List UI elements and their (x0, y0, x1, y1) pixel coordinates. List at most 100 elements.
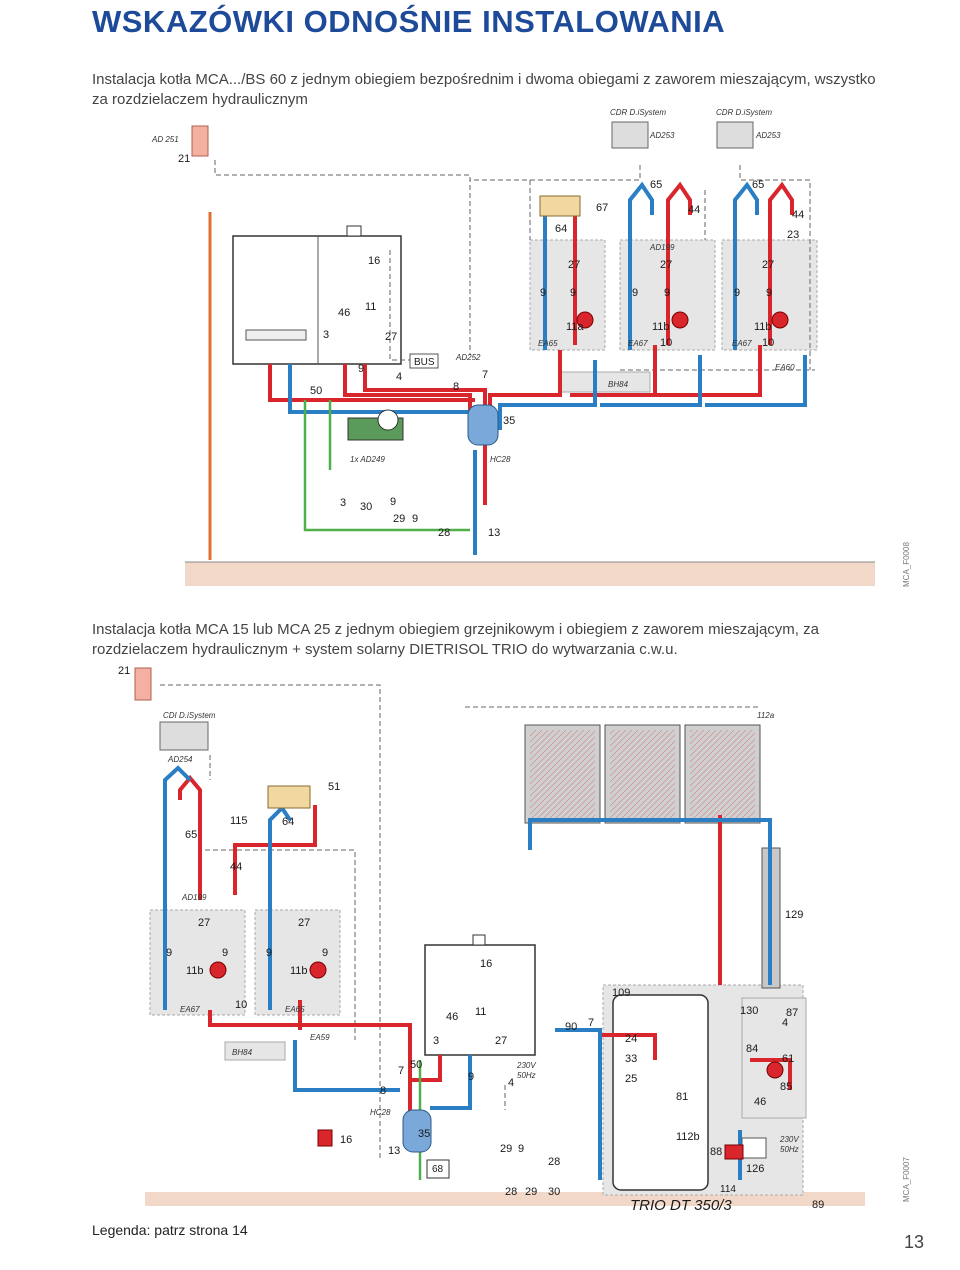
label-9m: 9 (358, 363, 364, 375)
caption-diagram-1: Instalacja kotła MCA.../BS 60 z jednym o… (92, 71, 876, 108)
label-bh84: BH84 (608, 380, 629, 389)
label2-8: 8 (380, 1085, 386, 1097)
label2-16b: 16 (340, 1134, 352, 1146)
label2-7: 7 (398, 1065, 404, 1077)
label2-28a: 28 (548, 1156, 560, 1168)
label2-112b: 112b (676, 1131, 700, 1143)
label-10b: 10 (762, 337, 774, 349)
label-50: 50 (310, 385, 322, 397)
label2-114: 114 (720, 1184, 736, 1195)
label2-89: 89 (812, 1199, 824, 1211)
caption-diagram-2: Instalacja kotła MCA 15 lub MCA 25 z jed… (92, 621, 819, 658)
label2-46b: 46 (754, 1096, 766, 1108)
label2-50: 50 (410, 1059, 422, 1071)
label-9a: 9 (540, 287, 546, 299)
boiler-1 (232, 235, 402, 365)
label2-9c: 9 (266, 947, 272, 959)
ad-sensor-21 (134, 667, 152, 701)
label2-84: 84 (746, 1043, 758, 1055)
label2-11: 11 (475, 1006, 486, 1018)
label-44a: 44 (688, 204, 700, 216)
label2-7b: 7 (588, 1017, 594, 1029)
label2-21: 21 (118, 665, 130, 677)
bh84-box-1 (559, 371, 651, 393)
label2-27a: 27 (198, 917, 210, 929)
label-7: 7 (482, 369, 488, 381)
floor-1 (185, 562, 875, 586)
trio-tank (612, 994, 709, 1191)
radiator-2 (267, 785, 311, 809)
ad251-sensor (191, 125, 209, 157)
label2-126: 126 (746, 1163, 764, 1175)
label-9g: 9 (390, 496, 396, 508)
label2-33: 33 (625, 1053, 637, 1065)
circuit-panel-1 (529, 239, 606, 351)
label-ea60: EA60 (775, 363, 795, 372)
label-bus: BUS (414, 357, 435, 368)
label-30: 30 (360, 501, 372, 513)
bus-box (409, 353, 439, 369)
label-11b2: 11b (754, 321, 772, 333)
label-ea65: EA65 (538, 339, 558, 348)
label2-4b: 4 (782, 1017, 788, 1029)
label2-ad199: AD199 (181, 893, 207, 902)
label2-9m: 9 (468, 1071, 474, 1083)
label2-trio: TRIO DT 350/3 (630, 1197, 732, 1214)
label2-50hz-a: 50Hz (517, 1071, 536, 1080)
label2-230v-b: 230V (779, 1135, 799, 1144)
label-27c: 27 (762, 259, 774, 271)
label-9f: 9 (766, 287, 772, 299)
label2-9d: 9 (322, 947, 328, 959)
label2-64: 64 (282, 816, 294, 828)
label-11b1: 11b (652, 321, 670, 333)
label-8: 8 (453, 381, 459, 393)
label-27m: 27 (385, 331, 397, 343)
label-cdr-1: CDR D.iSystem (610, 108, 666, 117)
label-28: 28 (438, 527, 450, 539)
diagram-2: 21 CDI D.iSystem AD254 112a 51 65 115 64… (118, 665, 865, 1214)
radiator-1 (539, 195, 581, 217)
label2-30: 30 (548, 1186, 560, 1198)
label2-27b: 27 (298, 917, 310, 929)
label-65a: 65 (650, 179, 662, 191)
label2-50hz-b: 50Hz (780, 1145, 799, 1154)
label-ea67b: EA67 (732, 339, 752, 348)
boiler-2 (424, 944, 536, 1056)
label2-81: 81 (676, 1091, 688, 1103)
expansion-vessel-16 (317, 1129, 333, 1147)
label-3: 3 (323, 329, 329, 341)
solar-regulator (741, 1137, 767, 1159)
label-ad199: AD199 (649, 243, 675, 252)
label-64: 64 (555, 223, 567, 235)
label2-9b: 9 (222, 947, 228, 959)
label2-230v-a: 230V (516, 1061, 536, 1070)
label-35: 35 (503, 415, 515, 427)
control-wires-2 (160, 684, 760, 1160)
cold-pipes-1 (288, 181, 807, 555)
label-9d: 9 (664, 287, 670, 299)
label-9e: 9 (734, 287, 740, 299)
cdr-controller-1 (611, 121, 649, 149)
label2-65: 65 (185, 829, 197, 841)
label2-129: 129 (785, 909, 803, 921)
label2-29b: 29 (525, 1186, 537, 1198)
hot-pipes-1 (268, 181, 794, 505)
label-hc28: HC28 (490, 455, 511, 464)
label-27b: 27 (660, 259, 672, 271)
label-4: 4 (396, 371, 402, 383)
label2-44: 44 (230, 861, 242, 873)
label2-130: 130 (740, 1005, 758, 1017)
label2-ea65: EA65 (285, 1005, 305, 1014)
label-ad249: 1x AD249 (350, 455, 385, 464)
label-27a: 27 (568, 259, 580, 271)
label-67: 67 (596, 202, 608, 214)
label-ea67a: EA67 (628, 339, 648, 348)
label2-88: 88 (710, 1146, 722, 1158)
label-11a: 11a (566, 321, 584, 333)
label2-16: 16 (480, 958, 492, 970)
label2-10: 10 (235, 999, 247, 1011)
label2-85: 85 (780, 1081, 792, 1093)
label-29: 29 (393, 513, 405, 525)
label-16: 16 (368, 255, 380, 267)
